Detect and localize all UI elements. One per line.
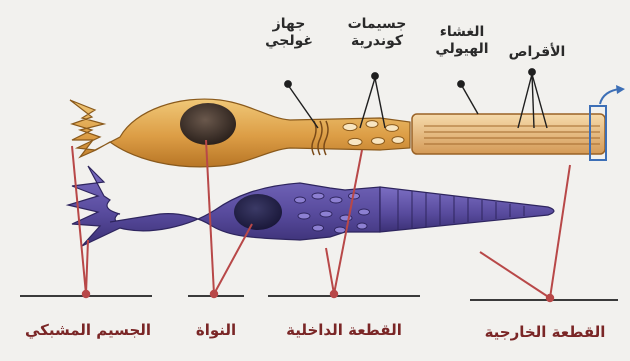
label-mitochondria-line-1: جسيمات xyxy=(340,16,414,33)
label-golgi-apparatus: جهاز غولجي xyxy=(254,16,324,50)
label-nucleus: النواة xyxy=(184,322,248,339)
label-plasma-membrane-line-2: الهيولي xyxy=(424,41,500,58)
label-plasma-membrane-line-1: الغشاء xyxy=(424,24,500,41)
cone-cell-body xyxy=(68,166,380,246)
label-outer-segment: القطعة الخارجية xyxy=(470,324,620,341)
label-golgi-line-1: جهاز xyxy=(254,16,324,33)
blue-arrowhead-icon xyxy=(616,85,625,94)
cone-outer-segment xyxy=(380,187,554,232)
label-inner-segment: القطعة الداخلية xyxy=(268,322,420,339)
label-plasma-membrane: الغشاء الهيولي xyxy=(424,24,500,58)
label-mitochondria: جسيمات كوندرية xyxy=(340,16,414,50)
bottom-baselines xyxy=(20,296,618,300)
rod-outer-segment xyxy=(412,114,605,154)
label-mitochondria-line-2: كوندرية xyxy=(340,33,414,50)
label-golgi-line-2: غولجي xyxy=(254,33,324,50)
rod-cell-body xyxy=(70,99,410,167)
rod-cell xyxy=(70,99,605,167)
label-synaptic-body: الجسيم المشبكي xyxy=(14,322,162,339)
cone-cell xyxy=(68,166,554,246)
label-discs: الأقراص xyxy=(500,44,574,61)
cone-nucleus xyxy=(234,194,282,230)
rod-nucleus xyxy=(180,103,236,145)
